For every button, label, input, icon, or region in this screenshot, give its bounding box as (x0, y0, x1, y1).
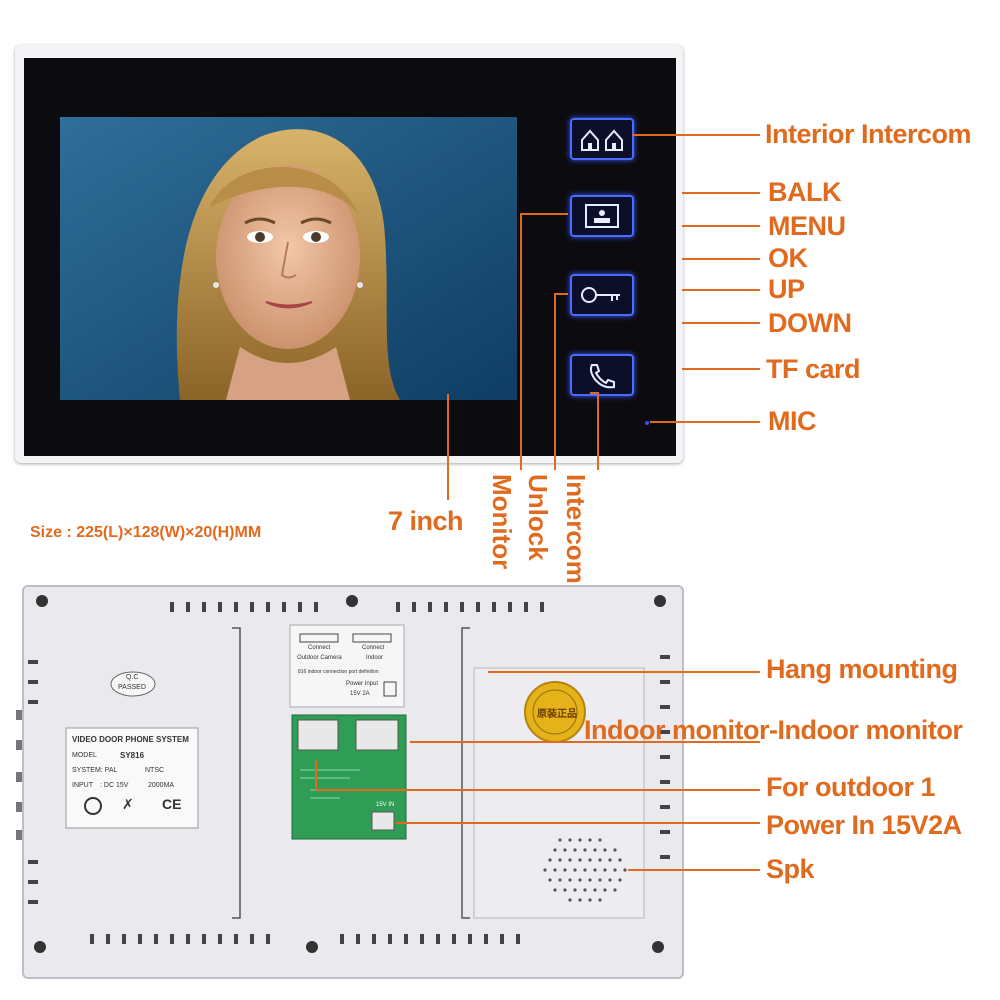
callout-7-inch: 7 inch (388, 506, 464, 536)
monitor-screen (60, 117, 517, 400)
label-ce: CE (162, 796, 182, 812)
monitor-button[interactable] (570, 195, 634, 237)
callout-interior-intercom: Interior Intercom (765, 119, 972, 149)
size-note: Size : 225(L)×128(W)×20(H)MM (30, 524, 262, 541)
panel-indoor: Indoor (366, 655, 384, 661)
callout-unlock: Unlock (523, 474, 553, 561)
two-houses-icon (581, 129, 623, 151)
key-icon (581, 287, 620, 303)
panel-power-value: 15V 2A (350, 691, 370, 697)
left-side-ribs (16, 710, 22, 850)
genuine-seal-text: 原装正品 (537, 709, 577, 720)
label-model-value: SY816 (120, 751, 145, 760)
callout-power-in: Power In 15V2A (766, 810, 962, 840)
waste-bin-icon: ✗ (122, 796, 134, 812)
callout-up: UP (768, 274, 805, 304)
label-input-key: INPUT (72, 782, 93, 789)
monitor-screen-icon (585, 204, 619, 228)
panel-power-input: Power Input (346, 681, 379, 687)
callout-down: DOWN (768, 308, 852, 338)
callout-tf-card: TF card (766, 354, 861, 384)
callout-intercom: Intercom (561, 474, 591, 584)
callout-for-outdoor: For outdoor 1 (766, 772, 935, 802)
unlock-button[interactable] (570, 274, 634, 316)
qc-badge-line2: PASSED (118, 684, 146, 691)
compliance-mark-icon (84, 797, 102, 815)
label-input-value: : DC 15V (100, 782, 129, 789)
callout-indoor-monitor: Indoor monitor-Indoor monitor (584, 715, 963, 745)
mic-hole (645, 421, 649, 425)
panel-outdoor-camera: Outdoor Camera (297, 655, 342, 661)
callout-monitor: Monitor (487, 474, 517, 570)
callout-menu: MENU (768, 211, 846, 241)
label-system-key: SYSTEM: PAL (72, 767, 118, 774)
callout-ok: OK (768, 243, 808, 273)
qc-badge-line1: Q.C (126, 674, 139, 681)
label-model-key: MODEL (72, 752, 97, 759)
callout-balk: BALK (768, 177, 842, 207)
intercom-button[interactable] (570, 354, 634, 396)
panel-connect-2: Connect (362, 645, 385, 651)
face-photo (176, 129, 400, 400)
label-current: 2000MA (148, 782, 175, 789)
callout-hang-mounting: Hang mounting (766, 654, 958, 684)
pcb-power-label: 15V IN (376, 802, 395, 808)
panel-definition: 816 indoor connection port definition (298, 669, 379, 675)
interior-intercom-button[interactable] (570, 118, 634, 160)
callout-mic: MIC (768, 406, 817, 436)
panel-connect-1: Connect (308, 645, 331, 651)
handset-icon (589, 364, 615, 389)
label-title: VIDEO DOOR PHONE SYSTEM (72, 735, 189, 744)
callout-spk: Spk (766, 854, 815, 884)
label-ntsc: NTSC (145, 767, 165, 774)
